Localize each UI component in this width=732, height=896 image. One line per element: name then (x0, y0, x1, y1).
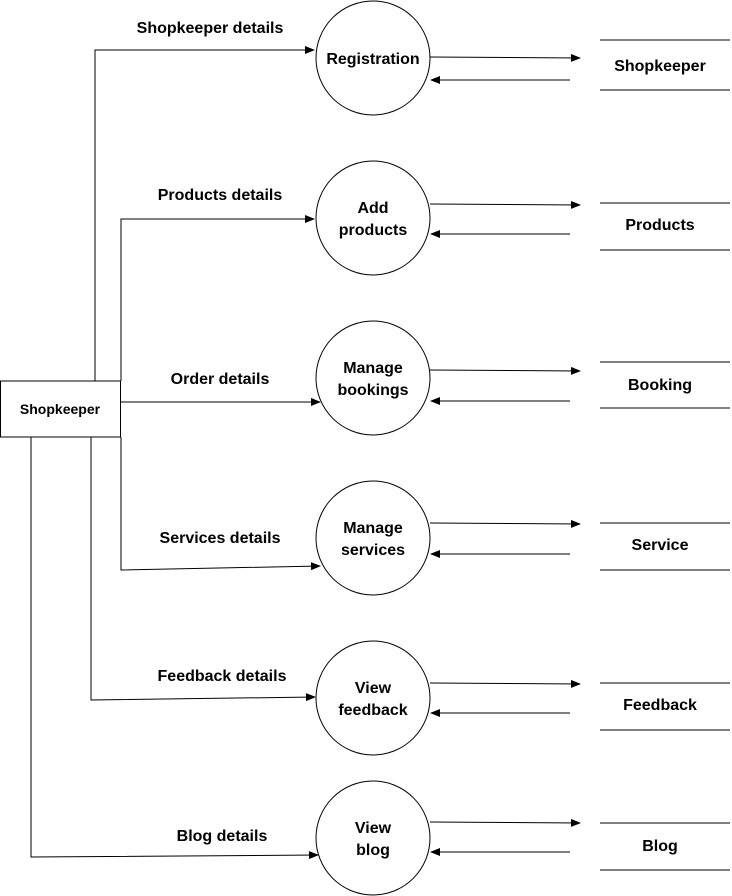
process-circle (315, 0, 431, 116)
flow-line-feedback-details (90, 437, 316, 702)
store-flows (429, 53, 581, 856)
flow-to-store-service (429, 519, 581, 528)
flow-to-store-products (429, 200, 581, 209)
process-label-line-1: Add (357, 200, 388, 217)
process-label-line-2: bookings (337, 382, 408, 399)
entity-shopkeeper: Shopkeeper (0, 380, 121, 438)
store-shopkeeper: Shopkeeper (600, 39, 730, 91)
flow-label-services-details: Services details (160, 530, 281, 547)
process-label-line-1: View (355, 820, 392, 837)
store-label: Shopkeeper (614, 58, 706, 75)
flow-labels: Shopkeeper details Products details Orde… (137, 20, 287, 845)
process-label-line-2: services (341, 542, 405, 559)
flow-label-order-details: Order details (171, 371, 270, 388)
entity-box (0, 380, 121, 438)
flow-to-store-shopkeeper (429, 53, 581, 62)
flow-line-blog-details (30, 437, 319, 860)
store-feedback: Feedback (600, 682, 730, 731)
process-add-products: Add products (315, 160, 431, 276)
flow-label-products-details: Products details (158, 187, 283, 204)
entity-flows (30, 46, 321, 860)
store-label: Blog (642, 838, 678, 855)
store-label: Booking (628, 377, 692, 394)
process-circle (315, 480, 431, 596)
store-blog: Blog (600, 822, 730, 871)
flow-label-feedback-details: Feedback details (158, 668, 287, 685)
store-label: Products (625, 217, 694, 234)
process-label: Registration (326, 51, 419, 68)
process-circle (315, 320, 431, 436)
flow-to-store-booking (429, 366, 581, 375)
flow-line-shopkeeper-details (94, 46, 315, 381)
process-circle (315, 640, 431, 756)
flow-to-store-feedback (429, 679, 581, 688)
flow-line-services-details (120, 437, 321, 571)
process-view-feedback: View feedback (315, 640, 431, 756)
process-manage-bookings: Manage bookings (315, 320, 431, 436)
process-label-line-1: Manage (343, 360, 403, 377)
process-registration: Registration (315, 0, 431, 116)
store-label: Feedback (623, 697, 697, 714)
process-label-line-1: Manage (343, 520, 403, 537)
process-circle (315, 160, 431, 276)
flow-label-shopkeeper-details: Shopkeeper details (137, 20, 284, 37)
process-manage-services: Manage services (315, 480, 431, 596)
flow-to-store-blog (429, 818, 581, 827)
store-products: Products (600, 202, 730, 251)
store-booking: Booking (600, 361, 730, 409)
process-circle (315, 780, 431, 896)
process-label-line-2: feedback (338, 702, 407, 719)
process-view-blog: View blog (315, 780, 431, 896)
flow-line-products-details (120, 215, 315, 381)
process-label-line-2: products (339, 222, 408, 239)
store-service: Service (600, 522, 730, 571)
store-label: Service (632, 537, 689, 554)
flow-label-blog-details: Blog details (177, 828, 268, 845)
entity-label: Shopkeeper (20, 401, 101, 417)
process-label-line-1: View (355, 680, 392, 697)
process-label-line-2: blog (356, 842, 390, 859)
